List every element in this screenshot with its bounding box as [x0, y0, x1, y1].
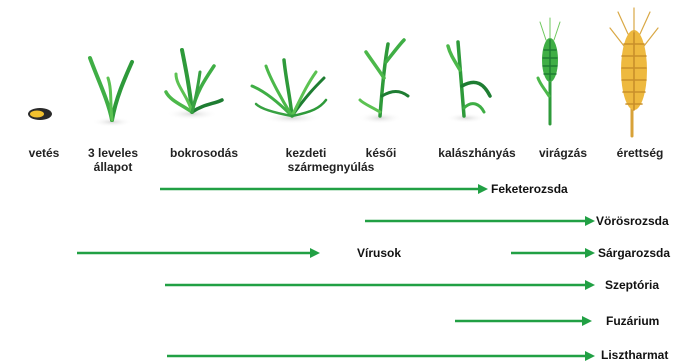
arrow-feketerozsda: [160, 184, 488, 194]
stage-label-kezdeti-line2: szármegnyúlás: [288, 160, 375, 174]
late-stem-elongation-illustration: [358, 40, 408, 124]
arrow-sargarozsda: [511, 248, 595, 258]
stage-label-kalaszhanyas-text: kalászhányás: [438, 146, 515, 160]
arrow-fuzarium: [455, 316, 592, 326]
stage-label-3-leveles-line1: 3 leveles: [88, 146, 138, 160]
stage-label-vetes: vetés: [29, 146, 60, 160]
arrow-vorosrozsda: [365, 216, 595, 226]
heading-plant-illustration: [446, 42, 490, 123]
stage-label-erettseg: érettség: [617, 146, 664, 160]
three-leaf-plant-illustration: [90, 58, 132, 127]
stage-label-kesoi: késői: [366, 146, 397, 160]
disease-label-fuzarium: Fuzárium: [606, 314, 659, 328]
flowering-plant-illustration: [538, 18, 560, 124]
disease-arrows: [77, 184, 595, 361]
stage-label-3-leveles-line2: állapot: [88, 160, 138, 174]
disease-label-vorosrozsda: Vörösrozsda: [596, 214, 669, 228]
arrow-virusok: [77, 248, 320, 258]
stage-label-erettseg-text: érettség: [617, 146, 664, 160]
disease-label-lisztharmat: Lisztharmat: [601, 348, 668, 362]
stage-label-kalaszhanyas: kalászhányás: [438, 146, 515, 160]
stage-label-szarmegnyulas: szármegnyúlás: [288, 160, 375, 174]
disease-label-szeptoria: Szeptória: [605, 278, 659, 292]
early-stem-elongation-illustration: [252, 60, 326, 124]
stage-label-3-leveles: 3 leveles állapot: [88, 146, 138, 174]
seed-illustration: [28, 108, 52, 120]
disease-label-feketerozsda: Feketerozsda: [491, 182, 568, 196]
stage-label-viragzas-text: virágzás: [539, 146, 587, 160]
disease-label-virusok: Vírusok: [357, 246, 401, 260]
stage-label-kesoi-text: késői: [366, 146, 397, 160]
stage-label-kezdeti-line1: kezdeti: [286, 146, 327, 160]
ripening-plant-illustration: [610, 8, 658, 136]
arrow-szeptoria: [165, 280, 595, 290]
stage-label-viragzas: virágzás: [539, 146, 587, 160]
stage-label-bokrosodas-text: bokrosodás: [170, 146, 238, 160]
tillering-plant-illustration: [166, 50, 222, 120]
stage-label-vetes-text: vetés: [29, 146, 60, 160]
disease-label-sargarozsda: Sárgarozsda: [598, 246, 670, 260]
arrow-lisztharmat: [167, 351, 595, 361]
stage-label-bokrosodas: bokrosodás: [170, 146, 238, 160]
stage-label-kezdeti: kezdeti: [286, 146, 327, 160]
